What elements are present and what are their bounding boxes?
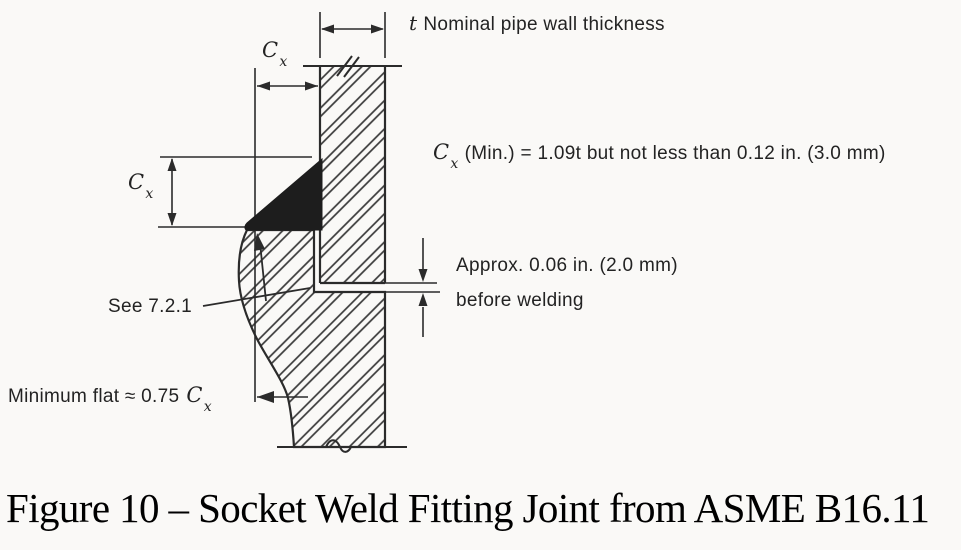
cx-top-dimension [254,68,318,402]
cx-left-label: Cx [128,170,154,203]
pipe-cross-section [303,55,402,285]
break-line-bottom [277,439,407,453]
fitting-cross-section [237,228,407,453]
min-flat-text: Minimum flat ≈ 0.75 [8,386,180,407]
weld-toe-arrow [254,233,267,302]
cx-formula-label: Cx(Min.) = 1.09t but not less than 0.12 … [433,140,886,173]
cx-top-label: Cx [262,38,288,71]
gap-before-welding-label: before welding [456,290,584,311]
min-flat-dimension [257,391,308,403]
t-dimension [319,12,386,58]
gap-approx-label: Approx. 0.06 in. (2.0 mm) [456,255,678,276]
figure-caption: Figure 10 – Socket Weld Fitting Joint fr… [6,485,930,531]
break-slashes [336,55,360,78]
see-ref-label: See 7.2.1 [108,296,193,317]
see-leader-line [202,287,311,307]
cx-formula-text: (Min.) = 1.09t but not less than 0.12 in… [464,143,886,164]
weld-fillet [244,157,323,231]
cx-left-dimension [158,156,312,228]
wall-thickness-text: Nominal pipe wall thickness [423,14,665,35]
gap-dimension [314,238,440,337]
socket-weld-joint-diagram [158,12,440,453]
t-symbol: t [409,11,418,35]
